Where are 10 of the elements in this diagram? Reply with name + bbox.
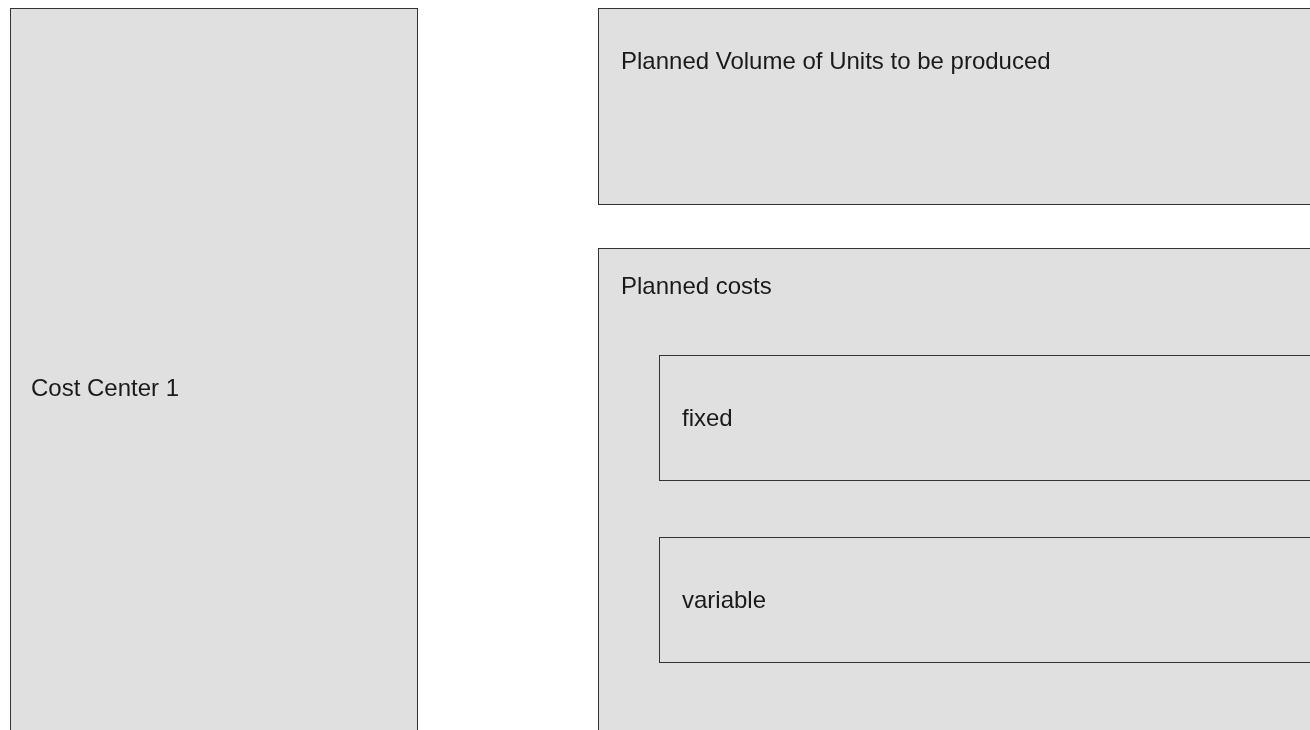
process-box bbox=[659, 355, 1310, 481]
box-label: fixed bbox=[682, 403, 734, 433]
box-label: variable bbox=[682, 585, 768, 615]
process-box bbox=[659, 537, 1310, 663]
process-box bbox=[10, 8, 418, 730]
box-label: Planned costs bbox=[621, 271, 773, 301]
process-box bbox=[598, 248, 1310, 730]
box-label: Cost Center 1 bbox=[31, 373, 181, 403]
box-label: Planned Volume of Units to be produced bbox=[621, 46, 1052, 76]
process-box bbox=[598, 8, 1310, 205]
